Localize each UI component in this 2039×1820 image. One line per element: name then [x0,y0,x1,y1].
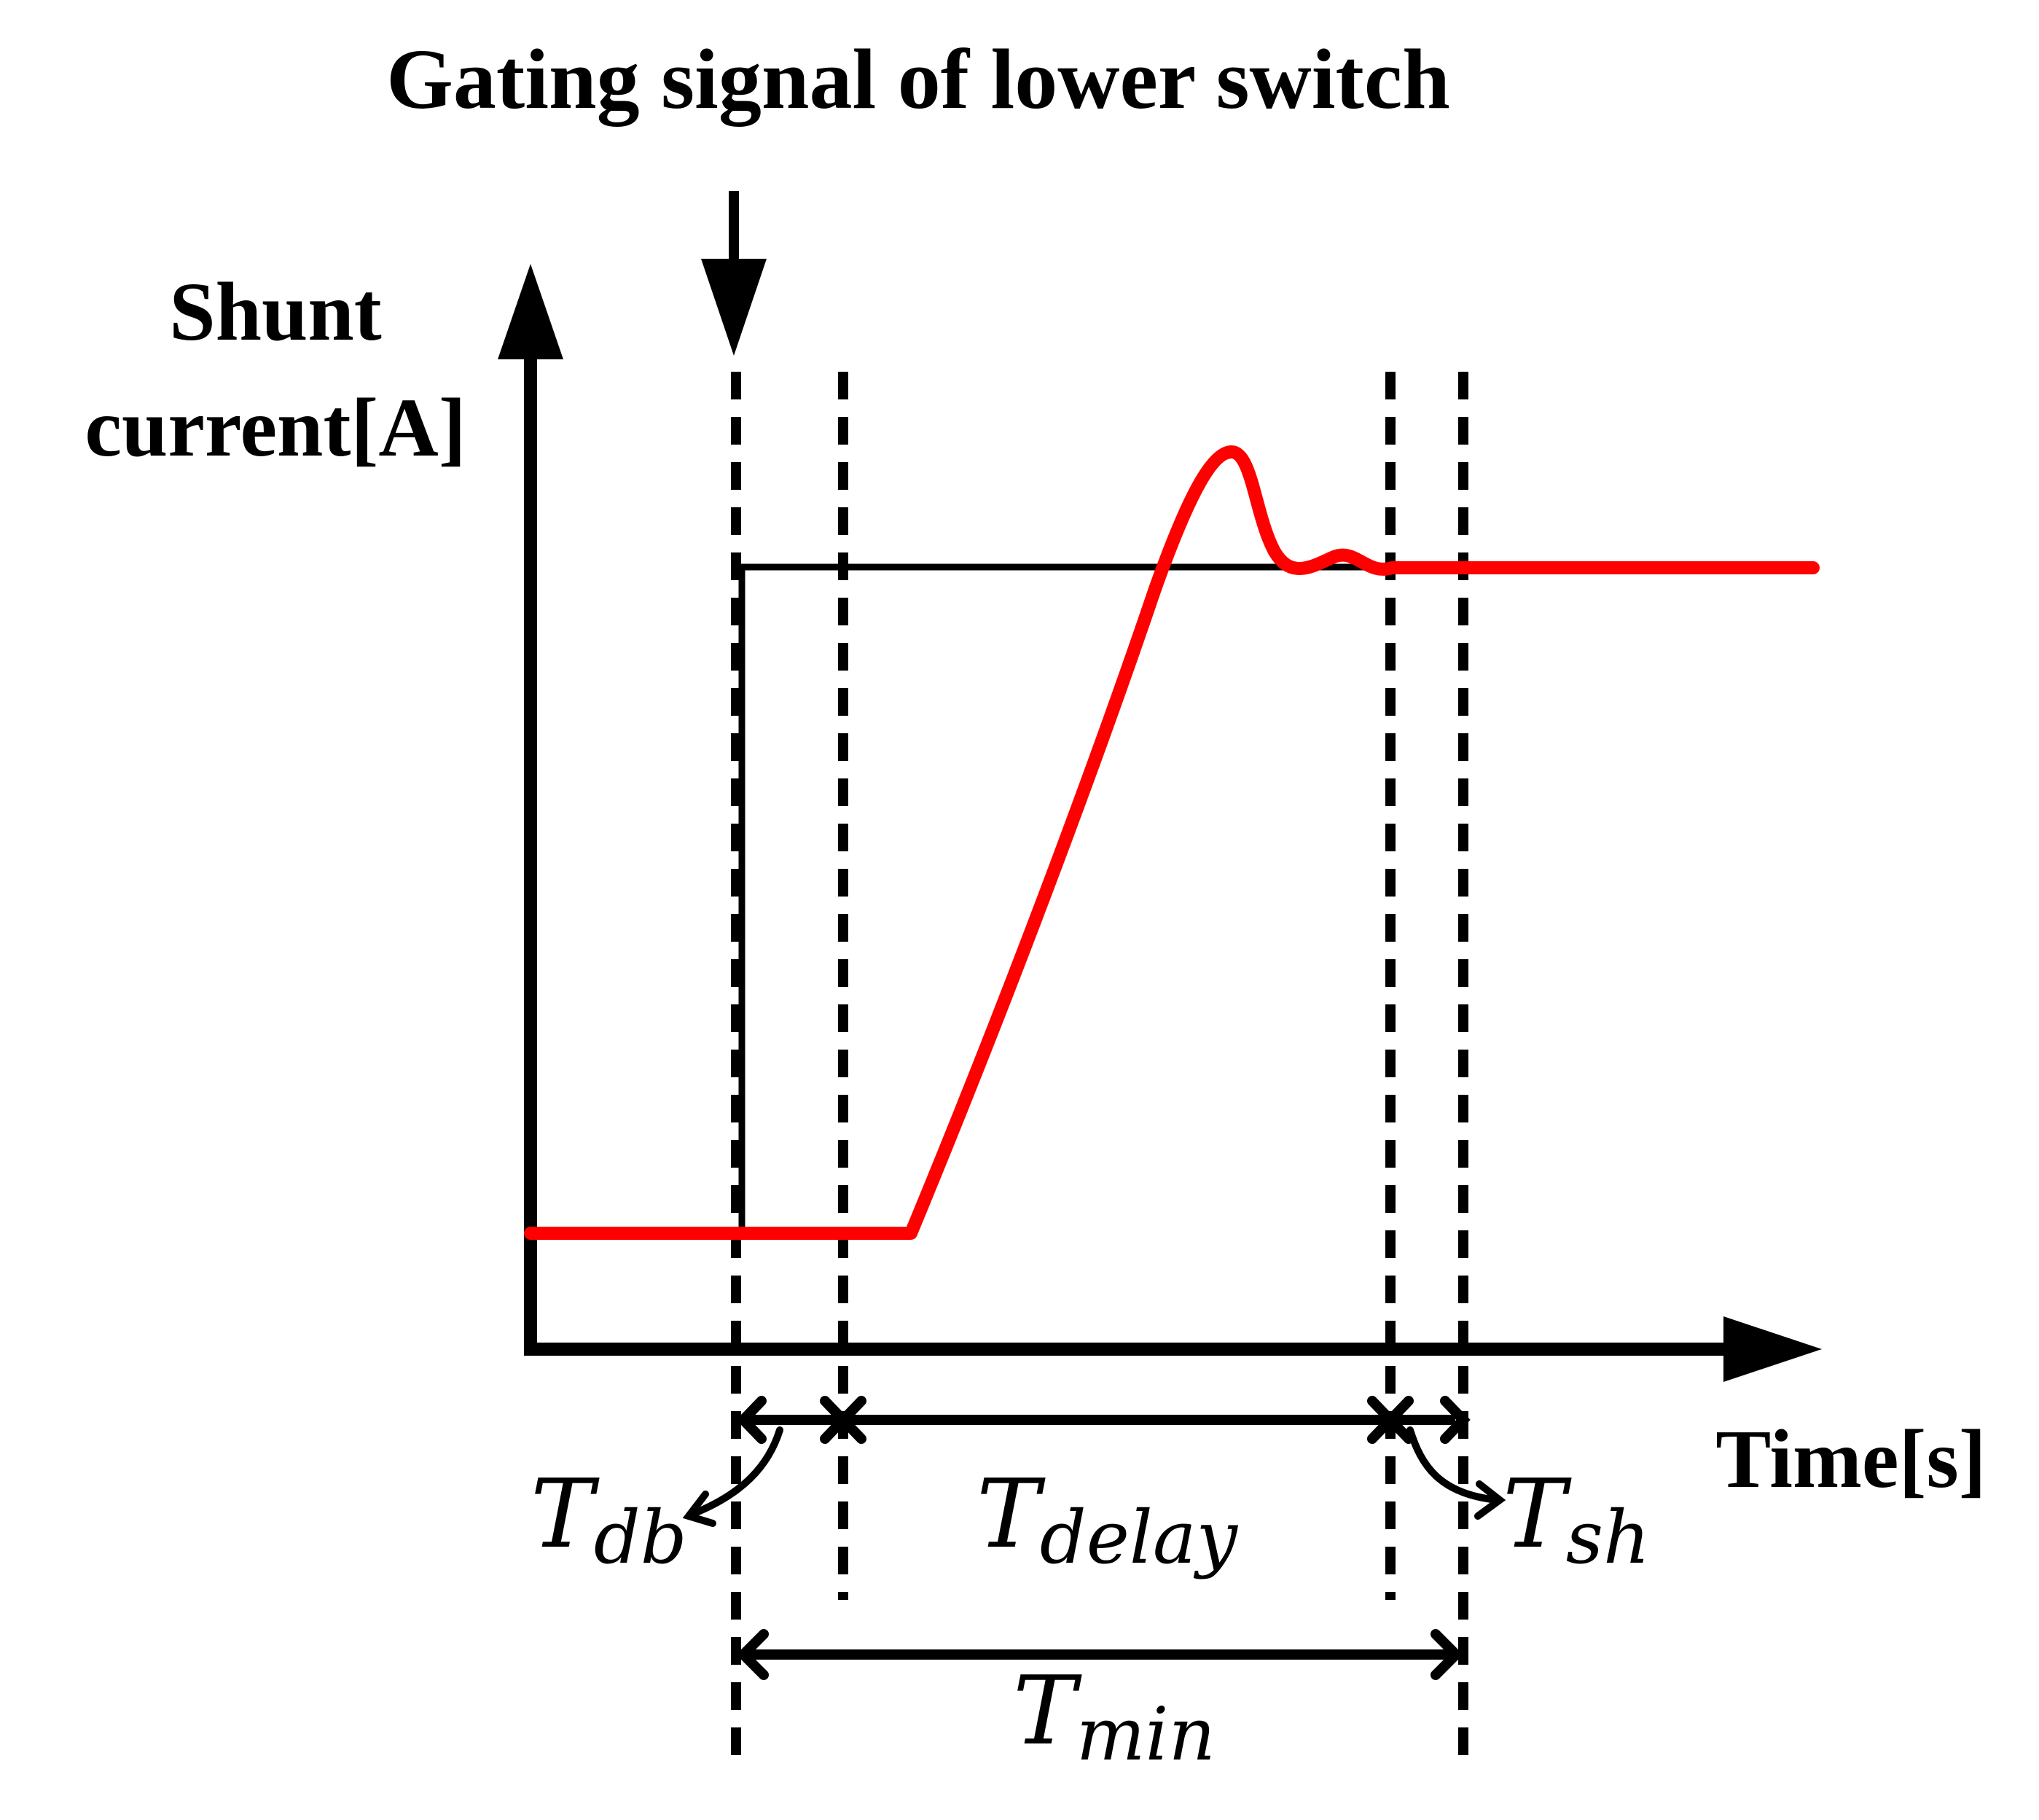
y-axis-label-line2: current[A] [85,381,466,474]
gating-signal-arrow [701,191,767,356]
y-axis-arrowhead [498,264,563,359]
x-axis-arrowhead [1723,1316,1822,1382]
x-axis [524,1316,1822,1382]
reference-step-line [738,563,1523,1232]
t-sh-leader [1406,1426,1501,1504]
time-markers [731,372,1468,1768]
label-t-db: Tdb [531,1458,687,1580]
y-axis-label-line1: Shunt [169,265,382,358]
label-t-min: Tmin [1013,1655,1216,1777]
label-t-delay: Tdelay [977,1458,1239,1580]
interval-arrows-upper [736,1396,1471,1444]
t-db-leader [687,1426,783,1518]
shunt-current-waveform [524,445,1820,1240]
label-t-sh: Tsh [1503,1458,1650,1580]
t-min-arrow [736,1629,1463,1680]
leader-arrows [682,1426,1506,1527]
y-axis [498,264,563,1356]
x-axis-label: Time[s] [1715,1413,1987,1505]
diagram-title: Gating signal of lower switch [386,31,1450,127]
